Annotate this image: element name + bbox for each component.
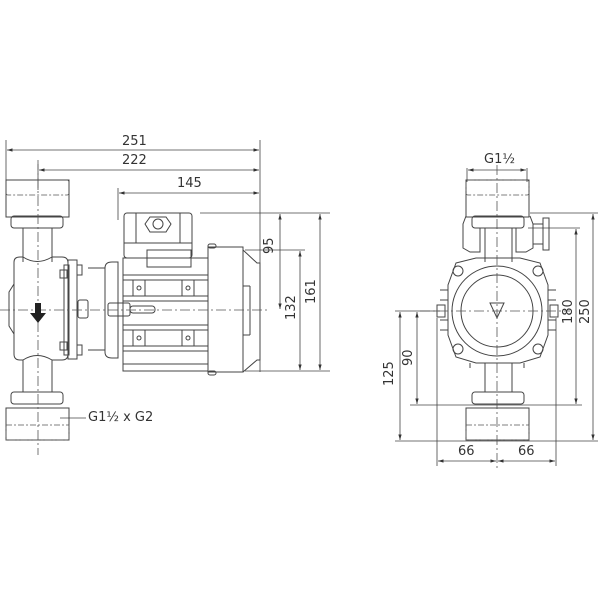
dim-axis-to-bottom: 90	[401, 349, 416, 366]
dim-motor-height: 132	[284, 295, 299, 320]
dim-axis-to-base: 125	[382, 361, 397, 386]
dim-port-to-port: 180	[561, 299, 576, 324]
dim-overall-height: 250	[578, 299, 593, 324]
connection-label: G1½ x G2	[88, 410, 154, 425]
arrow-down-icon	[30, 303, 46, 323]
dim-axis-to-top: 95	[262, 237, 277, 254]
dim-half-width-left: 66	[458, 444, 475, 459]
dim-connection: G1½	[484, 152, 515, 167]
dim-total-height: 161	[304, 279, 319, 304]
triangle-down-icon	[489, 302, 505, 320]
dim-overall-length: 251	[122, 134, 147, 149]
dim-motor-length: 145	[177, 176, 202, 191]
front-view	[395, 165, 598, 470]
dim-half-width-right: 66	[518, 444, 535, 459]
side-view	[0, 140, 330, 455]
dim-inlet-axis-to-end: 222	[122, 153, 147, 168]
